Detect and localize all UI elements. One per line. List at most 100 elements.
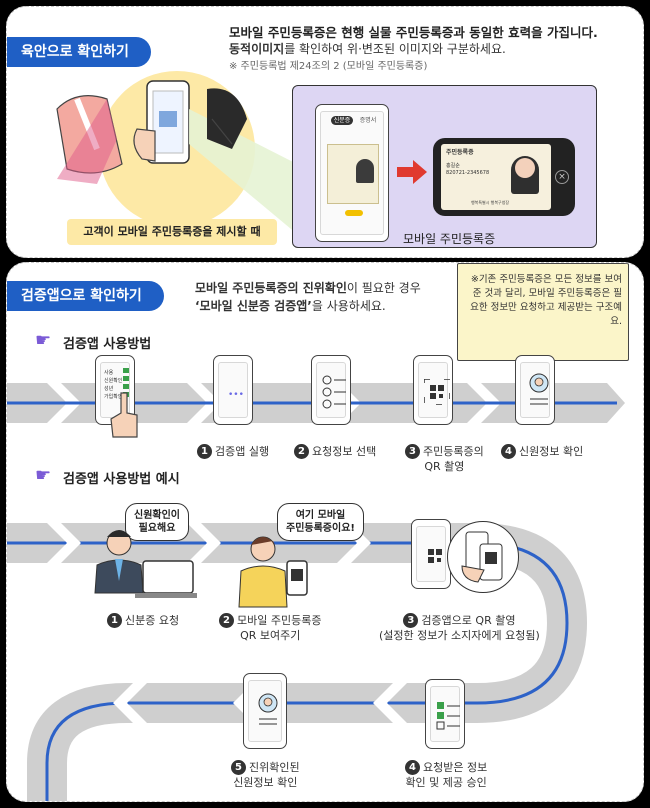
step-number: 1: [197, 444, 212, 459]
step-label: 요청받은 정보 확인 및 제공 승인: [405, 761, 488, 789]
card-issuer: 행복특별시 행복구청장: [471, 200, 510, 205]
app-check-tag: 검증앱으로 확인하기: [7, 281, 164, 311]
app-list-item: 가입확인: [104, 394, 123, 400]
clerk-at-laptop-illustration: [94, 530, 197, 598]
user-profile-icon: [258, 693, 278, 725]
howto-title: 검증앱 사용방법: [63, 337, 152, 352]
launch-screen: •••: [218, 362, 248, 418]
panel-caption: 모바일 주민등록증: [403, 232, 496, 246]
pointing-hand-icon: ☛: [35, 330, 52, 351]
tab-certificate[interactable]: 증명서: [359, 117, 377, 124]
howto-phone-3: [311, 355, 351, 425]
app-list-toggles: [123, 368, 129, 400]
select-info-screen: [316, 362, 346, 418]
example-phone-scan: [411, 519, 451, 589]
step-label: 검증앱으로 QR 촬영 (설정한 정보가 소지자에게 요청됨): [379, 614, 540, 642]
speech-bubble-request: 신원확인이 필요해요: [125, 503, 189, 541]
loading-dots: •••: [228, 390, 244, 400]
tapping-hand-icon: [110, 392, 138, 438]
card-photo-face: [515, 158, 535, 178]
landscape-phone: 주민등록증 홍길순 820721-2345678 행복특별시 행복구청장 ×: [433, 138, 575, 216]
example-title: 검증앱 사용방법 예시: [63, 472, 180, 487]
step-number: 4: [405, 760, 420, 775]
qr-code-icon: [424, 379, 450, 405]
step-number: 1: [107, 613, 122, 628]
mobile-id-screen: 신분증 증명서: [320, 111, 384, 235]
qr-code-icon: [428, 549, 442, 563]
visual-check-tag: 육안으로 확인하기: [7, 37, 151, 67]
phone-scanning-qr-icon: [461, 531, 503, 583]
close-icon[interactable]: ×: [555, 170, 569, 184]
pin-icon: [617, 262, 644, 273]
howto-phone-5: [515, 355, 555, 425]
app-list-item: 사용: [104, 370, 114, 376]
example-phone-result: [243, 673, 287, 749]
step-number: 4: [501, 444, 516, 459]
section2-headline: 모바일 주민등록증의 진위확인이 필요한 경우: [195, 279, 421, 296]
sticky-note-text: ※기존 주민등록증은 모든 정보를 보여준 것과 달리, 모바일 주민등록증은 …: [470, 274, 622, 327]
section2-subheadline-rest: 을 사용하세요.: [311, 299, 386, 313]
step-number: 5: [231, 760, 246, 775]
app-list: 사용 신원확인 성년 가입확인: [104, 369, 122, 401]
step-label: 검증앱 실행: [215, 445, 270, 458]
dynamic-image-term: 동적이미지: [229, 42, 285, 56]
card-name: 홍길순: [446, 163, 460, 169]
section1-headline: 모바일 주민등록증은 현행 실물 주민등록증과 동일한 효력을 가집니다.: [229, 25, 598, 40]
mobile-id-phone: 신분증 증명서: [315, 104, 389, 242]
qr-scan-screen: [418, 362, 450, 418]
customer-presenting-illustration: [56, 71, 297, 234]
step-number: 2: [294, 444, 309, 459]
howto-phone-4: [413, 355, 453, 425]
id-card-full: 주민등록증 홍길순 820721-2345678 행복특별시 행복구청장: [441, 144, 551, 210]
hologram-badge: [345, 210, 363, 216]
pointing-hand-icon: ☛: [35, 465, 52, 486]
tab-id[interactable]: 신분증: [331, 116, 353, 125]
section2-headline-rest: 이 필요한 경우: [346, 281, 421, 295]
identity-result-screen: [248, 680, 282, 742]
scene-caption: 고객이 모바일 주민등록증을 제시할 때: [67, 219, 277, 245]
section1-subheadline: 동적이미지를 확인하여 위·변조된 이미지와 구분하세요.: [229, 40, 506, 57]
step-number: 2: [219, 613, 234, 628]
app-check-section: 검증앱으로 확인하기 모바일 주민등록증의 진위확인이 필요한 경우 ‘모바일 …: [6, 262, 644, 802]
step-label: 요청정보 선택: [312, 445, 377, 458]
step-number: 3: [405, 444, 420, 459]
step-label: 신분증 요청: [125, 614, 180, 627]
card-title: 주민등록증: [446, 149, 474, 156]
step-label: 신원정보 확인: [519, 445, 584, 458]
user-profile-icon: [529, 373, 549, 405]
example-phone-approve: [425, 679, 465, 749]
step-label: 모바일 주민등록증 QR 보여주기: [237, 614, 322, 642]
section1-legal-note: ※ 주민등록법 제24조의 2 (모바일 주민등록증): [229, 61, 428, 72]
step-number: 3: [403, 613, 419, 628]
identity-result-screen: [520, 362, 550, 418]
arrow-right-icon: [397, 160, 427, 184]
checklist-icon: [322, 375, 346, 409]
qr-scan-screen: [416, 526, 446, 582]
card-id-number: 820721-2345678: [446, 170, 490, 176]
verifier-app-term: ‘모바일 신분증 검증앱’: [195, 299, 312, 313]
section2-subheadline: ‘모바일 신분증 검증앱’을 사용하세요.: [195, 297, 386, 314]
customer-showing-qr-illustration: [238, 536, 308, 608]
sticky-note: ※기존 주민등록증은 모든 정보를 보여준 것과 달리, 모바일 주민등록증은 …: [457, 263, 629, 361]
step-label: 주민등록증의 QR 촬영: [423, 445, 484, 473]
app-list-item: 성년: [104, 386, 114, 392]
id-photo: [356, 159, 374, 183]
authenticity-term: 모바일 주민등록증의 진위확인: [195, 281, 347, 295]
app-list-item: 신원확인: [104, 378, 123, 384]
qr-scan-zoom: [447, 521, 519, 593]
section1-subheadline-rest: 를 확인하여 위·변조된 이미지와 구분하세요.: [284, 42, 506, 56]
speech-bubble-present: 여기 모바일 주민등록증이요!: [277, 503, 364, 541]
id-card-thumbnail: [327, 144, 379, 204]
mobile-id-panel: 신분증 증명서 주민등록증 홍길순 820721-2345678 행복특별시 행…: [292, 85, 597, 248]
step-label: 진위확인된 신원정보 확인: [233, 761, 300, 789]
checkbox-list-icon: [436, 702, 460, 730]
